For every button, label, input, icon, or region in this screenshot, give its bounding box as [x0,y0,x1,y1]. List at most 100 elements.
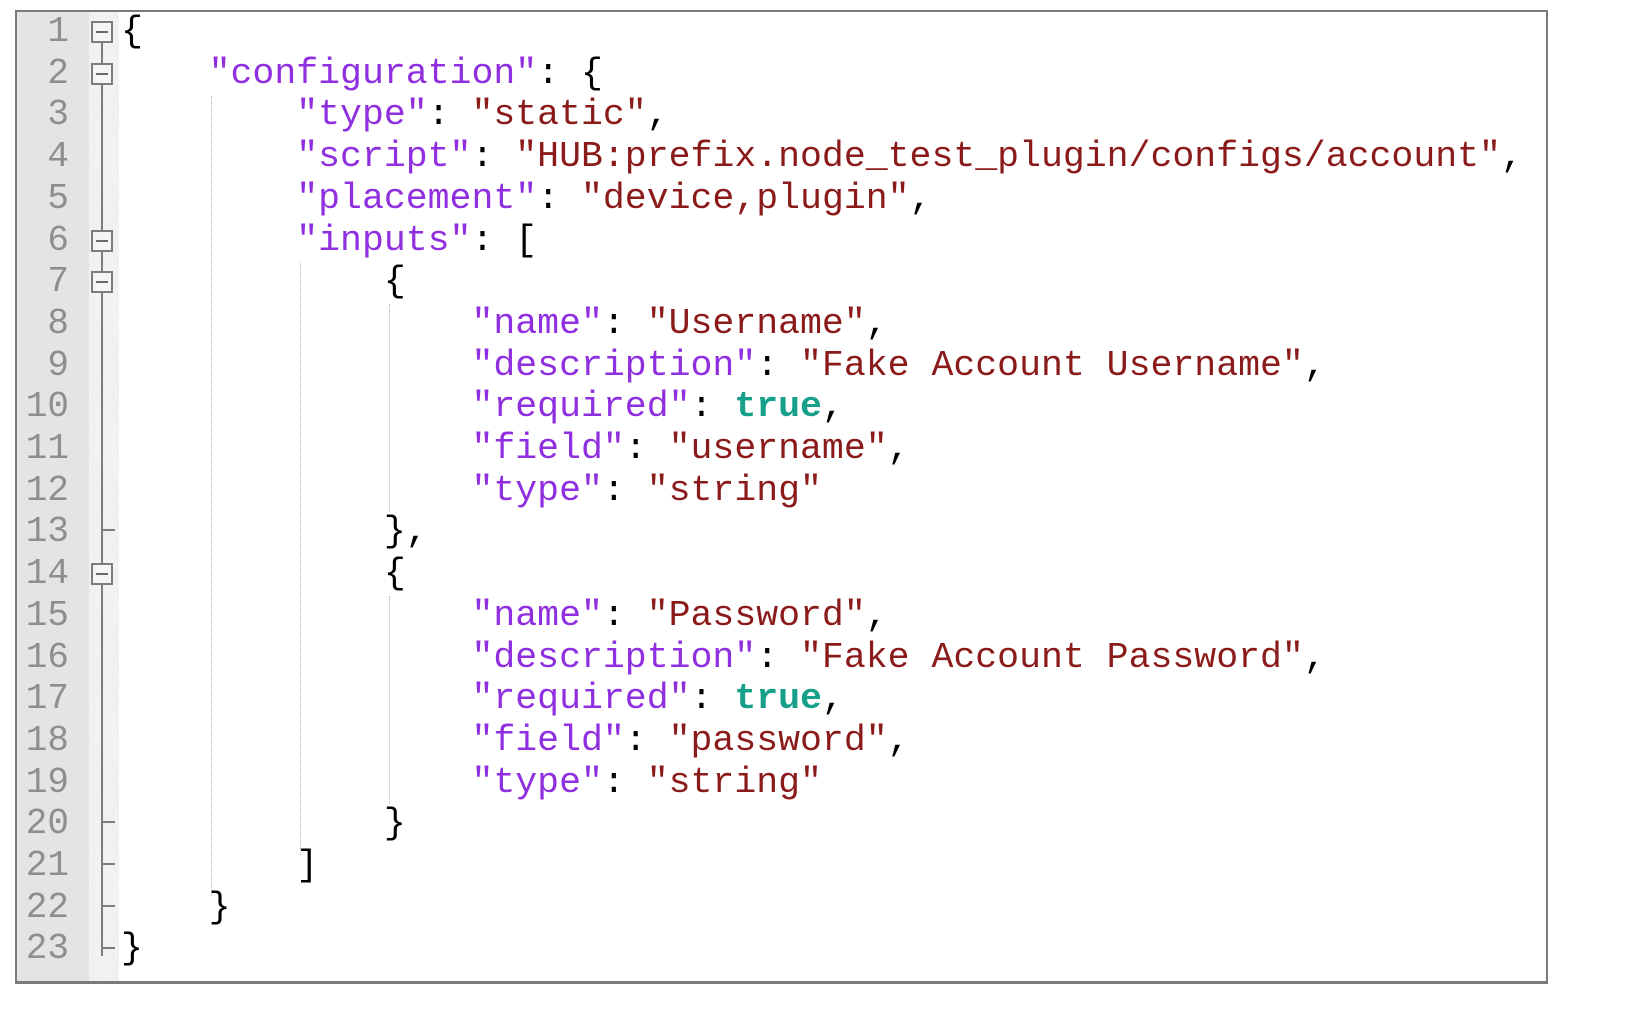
json-punctuation: ] [296,845,319,886]
json-string: "username" [668,428,888,469]
line-number: 9 [47,344,69,386]
code-text: "configuration": { [121,53,603,95]
collapse-minus-icon[interactable] [91,271,113,293]
indent [121,720,471,761]
code-text: } [121,928,143,970]
code-line[interactable]: 21 ] [17,845,1546,887]
json-punctuation: : [690,386,735,428]
code-line[interactable]: 14 { [17,553,1546,595]
fold-end-tick [101,905,115,907]
collapse-minus-icon[interactable] [91,21,113,43]
json-string: "password" [668,719,888,761]
json-string: "Username" [646,302,866,344]
code-text: { [121,12,143,53]
code-line[interactable]: 10 "required": true, [17,386,1546,428]
indent [121,261,384,302]
line-number: 22 [25,886,69,928]
json-punctuation: { [383,553,406,595]
line-number: 16 [25,636,69,678]
code-line[interactable]: 5 "placement": "device,plugin", [17,178,1546,220]
code-line[interactable]: 13 }, [17,511,1546,553]
json-string: "string" [646,469,822,511]
json-punctuation: : [471,136,516,178]
code-line[interactable]: 4 "script": "HUB:prefix.node_test_plugin… [17,136,1546,178]
json-punctuation: : [624,719,669,761]
code-line[interactable]: 3 "type": "static", [17,94,1546,136]
json-punctuation: } [121,928,143,970]
indent [121,887,209,928]
indent [121,470,471,511]
json-key: "name" [471,302,603,344]
code-text: ] [121,845,318,887]
line-number: 5 [47,177,69,219]
json-string: "Password" [646,594,866,636]
json-punctuation: , [865,594,888,636]
json-key: "description" [471,636,757,678]
json-punctuation: , [646,94,669,136]
line-number: 19 [25,761,69,803]
fold-end-tick [101,947,115,949]
code-text: } [121,887,231,929]
code-line[interactable]: 1{ [17,11,1546,53]
code-line[interactable]: 17 "required": true, [17,678,1546,720]
code-line[interactable]: 15 "name": "Password", [17,595,1546,637]
json-punctuation: : [602,761,647,803]
code-line[interactable]: 6 "inputs": [ [17,220,1546,262]
code-text: "type": "string" [121,761,821,804]
code-text: "inputs": [ [121,220,537,262]
json-boolean: true [734,678,822,720]
collapse-minus-icon[interactable] [91,230,113,252]
json-key: "type" [471,469,603,511]
json-key: "field" [471,428,625,469]
code-line[interactable]: 7 { [17,261,1546,303]
line-number: 23 [25,928,69,970]
code-line[interactable]: 22 } [17,887,1546,929]
code-line[interactable]: 20 } [17,803,1546,845]
fold-end-tick [101,863,115,865]
collapse-minus-icon[interactable] [91,563,113,585]
json-punctuation: , [865,302,888,344]
json-string: "Fake Account Password" [800,636,1304,678]
json-key: "required" [471,386,691,428]
code-line[interactable]: 2 "configuration": { [17,53,1546,95]
indent-guide [389,304,390,512]
indent [121,762,471,803]
indent-guide [300,262,301,855]
indent [121,678,471,719]
json-string: "static" [471,94,647,136]
code-line[interactable]: 12 "type": "string" [17,470,1546,512]
code-line[interactable]: 8 "name": "Username", [17,303,1546,345]
line-number: 3 [47,94,69,136]
indent [121,803,384,844]
indent [121,220,296,261]
json-key: "field" [471,719,625,761]
indent [121,511,384,552]
fold-end-tick [101,529,115,531]
json-punctuation: : [ [471,219,538,261]
code-text: "description": "Fake Account Username", [121,344,1326,387]
code-line[interactable]: 16 "description": "Fake Account Password… [17,637,1546,679]
json-punctuation: , [1303,636,1326,678]
json-punctuation: , [1303,344,1326,386]
indent [121,637,471,678]
json-punctuation: : [537,177,581,219]
code-editor[interactable]: 1{2 "configuration": {3 "type": "static"… [15,10,1548,984]
json-boolean: true [734,386,822,428]
code-line[interactable]: 9 "description": "Fake Account Username"… [17,345,1546,387]
json-punctuation: : [602,302,647,344]
code-line[interactable]: 19 "type": "string" [17,762,1546,804]
collapse-minus-icon[interactable] [91,63,113,85]
code-line[interactable]: 11 "field": "username", [17,428,1546,470]
json-key: "required" [471,678,691,720]
fold-margin [89,12,119,981]
indent [121,595,471,636]
json-key: "name" [471,594,603,636]
json-punctuation: : { [537,52,603,94]
indent [121,303,471,344]
line-number: 1 [47,11,69,52]
line-number: 20 [25,803,69,845]
code-line[interactable]: 23} [17,928,1546,970]
line-number: 12 [25,469,69,511]
code-line[interactable]: 18 "field": "password", [17,720,1546,762]
json-punctuation: , [821,386,844,428]
